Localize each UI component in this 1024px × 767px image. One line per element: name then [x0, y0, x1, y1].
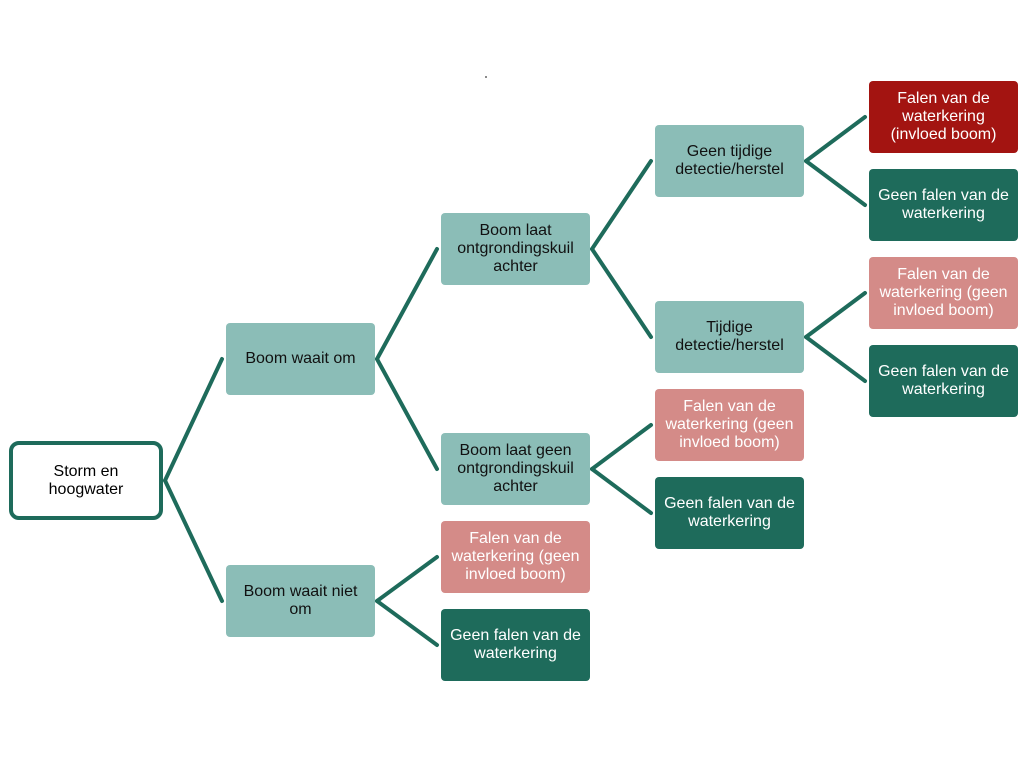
connector-timely_detection-to-fail_no_influence_1: [804, 291, 867, 339]
connector-root-to-tree_falls: [163, 357, 224, 483]
outcome-failure-no-tree-influence: Falen van de waterkering (geen invloed b…: [655, 389, 804, 461]
connector-timely_detection-to-ok_2: [804, 335, 867, 383]
connector-tree_falls-to-scour_pit: [375, 247, 439, 361]
node-timely-detection: Tijdige detectie/herstel: [655, 301, 804, 373]
outcome-no-failure: Geen falen van de waterkering: [869, 169, 1018, 241]
outcome-no-failure: Geen falen van de waterkering: [655, 477, 804, 549]
connector-no_scour_pit-to-ok_3: [590, 467, 653, 515]
outcome-no-failure: Geen falen van de waterkering: [441, 609, 590, 681]
outcome-failure-no-tree-influence: Falen van de waterkering (geen invloed b…: [869, 257, 1018, 329]
connector-root-to-tree_not_falls: [163, 478, 224, 603]
stray-dot: [485, 76, 487, 78]
outcome-failure-no-tree-influence: Falen van de waterkering (geen invloed b…: [441, 521, 590, 593]
node-no-timely-detection: Geen tijdige detectie/herstel: [655, 125, 804, 197]
connector-scour_pit-to-no_timely_detection: [590, 159, 653, 251]
outcome-no-failure: Geen falen van de waterkering: [869, 345, 1018, 417]
connector-no_timely_detection-to-fail_tree_influence: [804, 115, 867, 163]
connector-tree_not_falls-to-ok_4: [375, 599, 439, 647]
node-no-scour-pit: Boom laat geen ontgrondingskuil achter: [441, 433, 590, 505]
node-scour-pit: Boom laat ontgrondingskuil achter: [441, 213, 590, 285]
outcome-failure-tree-influence: Falen van de waterkering (invloed boom): [869, 81, 1018, 153]
node-tree-not-falls: Boom waait niet om: [226, 565, 375, 637]
connector-scour_pit-to-timely_detection: [590, 247, 653, 339]
connector-tree_falls-to-no_scour_pit: [375, 357, 439, 471]
root-node-storm: Storm en hoogwater: [9, 441, 163, 520]
node-tree-falls: Boom waait om: [226, 323, 375, 395]
connector-no_timely_detection-to-ok_1: [804, 159, 867, 207]
connector-tree_not_falls-to-fail_no_influence_3: [375, 555, 439, 603]
connector-no_scour_pit-to-fail_no_influence_2: [590, 423, 653, 471]
